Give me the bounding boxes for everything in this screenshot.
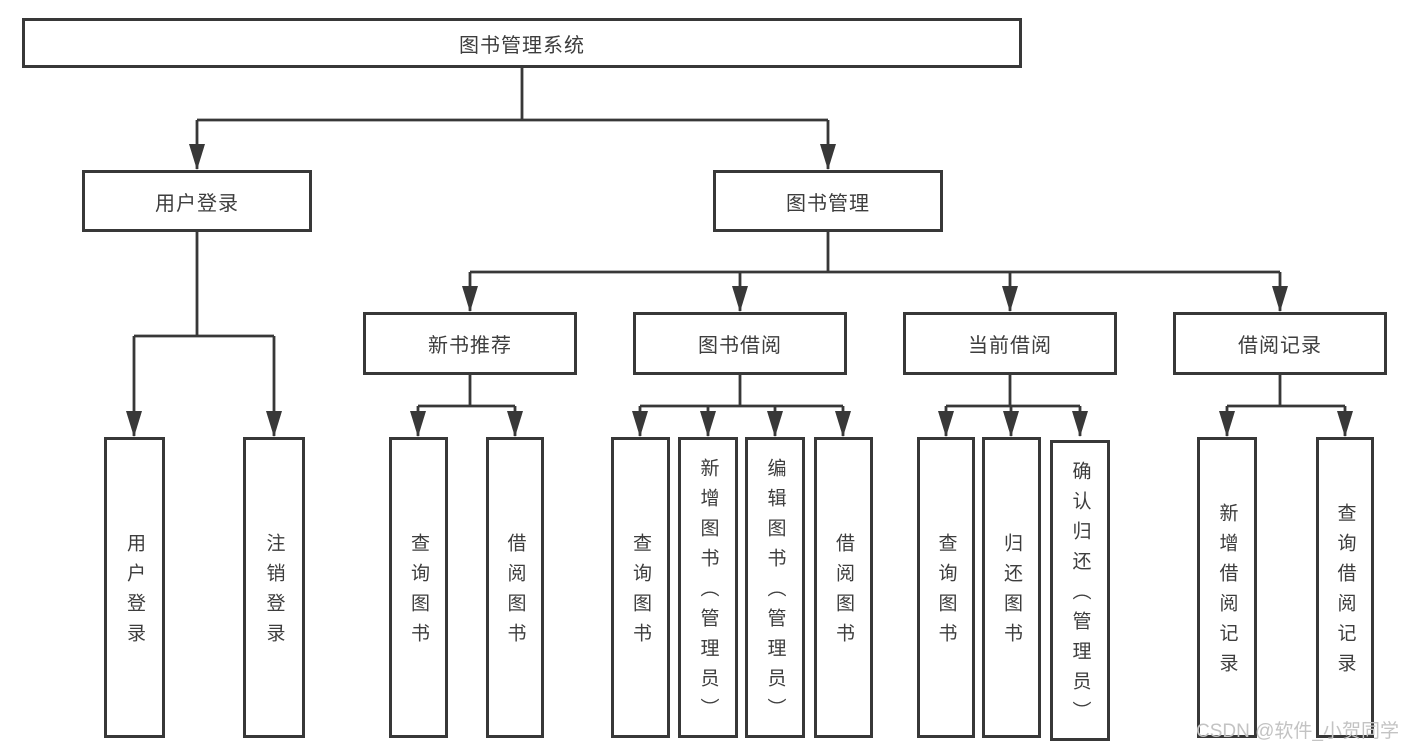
node-current-label: 当前借阅: [968, 335, 1052, 357]
leaf-borrow-edit: 编辑图书（管理员）: [745, 437, 805, 738]
node-root: 图书管理系统: [22, 18, 1022, 68]
leaf-new-query-label: 查询图书: [408, 533, 429, 653]
node-current: 当前借阅: [903, 312, 1117, 375]
leaf-logout: 注销登录: [243, 437, 305, 738]
leaf-borrow-add-label: 新增图书（管理员）: [697, 458, 719, 728]
leaf-cur-return: 归还图书: [982, 437, 1041, 738]
leaf-rec-add-label: 新增借阅记录: [1216, 503, 1238, 683]
leaf-borrow-query-label: 查询图书: [630, 533, 651, 653]
connector-current-branch: [946, 375, 1080, 408]
node-book-mgmt: 图书管理: [713, 170, 943, 232]
node-borrow-label: 图书借阅: [698, 335, 782, 357]
leaf-new-borrow: 借阅图书: [486, 437, 544, 738]
leaf-user-login-label: 用户登录: [124, 533, 145, 653]
node-new-book: 新书推荐: [363, 312, 577, 375]
node-records: 借阅记录: [1173, 312, 1387, 375]
connector-borrow-branch: [640, 375, 843, 408]
leaf-user-login: 用户登录: [104, 437, 165, 738]
leaf-rec-query-label: 查询借阅记录: [1334, 503, 1356, 683]
leaf-logout-label: 注销登录: [263, 533, 285, 653]
leaf-new-query: 查询图书: [389, 437, 448, 738]
node-book-mgmt-label: 图书管理: [786, 192, 870, 215]
leaf-rec-add: 新增借阅记录: [1197, 437, 1257, 738]
connector-user-login-branch: [134, 232, 274, 338]
node-borrow: 图书借阅: [633, 312, 847, 375]
node-user-login: 用户登录: [82, 170, 312, 232]
node-root-label: 图书管理系统: [459, 34, 585, 57]
node-user-login-label: 用户登录: [155, 192, 239, 215]
leaf-cur-confirm-label: 确认归还（管理员）: [1069, 461, 1091, 731]
leaf-new-borrow-label: 借阅图书: [504, 533, 526, 653]
leaf-borrow-lend-label: 借阅图书: [833, 533, 854, 653]
leaf-cur-query: 查询图书: [917, 437, 975, 738]
node-records-label: 借阅记录: [1238, 335, 1322, 357]
connector-root-stub: [197, 68, 828, 122]
leaf-cur-query-label: 查询图书: [935, 533, 957, 653]
connector-new-book-branch: [418, 375, 515, 408]
leaf-cur-return-label: 归还图书: [1001, 533, 1022, 653]
connector-book-mgmt-branch: [470, 232, 1280, 274]
leaf-borrow-add: 新增图书（管理员）: [678, 437, 738, 738]
leaf-rec-query: 查询借阅记录: [1316, 437, 1374, 738]
node-new-book-label: 新书推荐: [428, 335, 512, 357]
connector-records-branch: [1227, 375, 1345, 408]
leaf-borrow-lend: 借阅图书: [814, 437, 873, 738]
leaf-borrow-edit-label: 编辑图书（管理员）: [764, 458, 786, 728]
leaf-cur-confirm: 确认归还（管理员）: [1050, 440, 1110, 741]
leaf-borrow-query: 查询图书: [611, 437, 670, 738]
